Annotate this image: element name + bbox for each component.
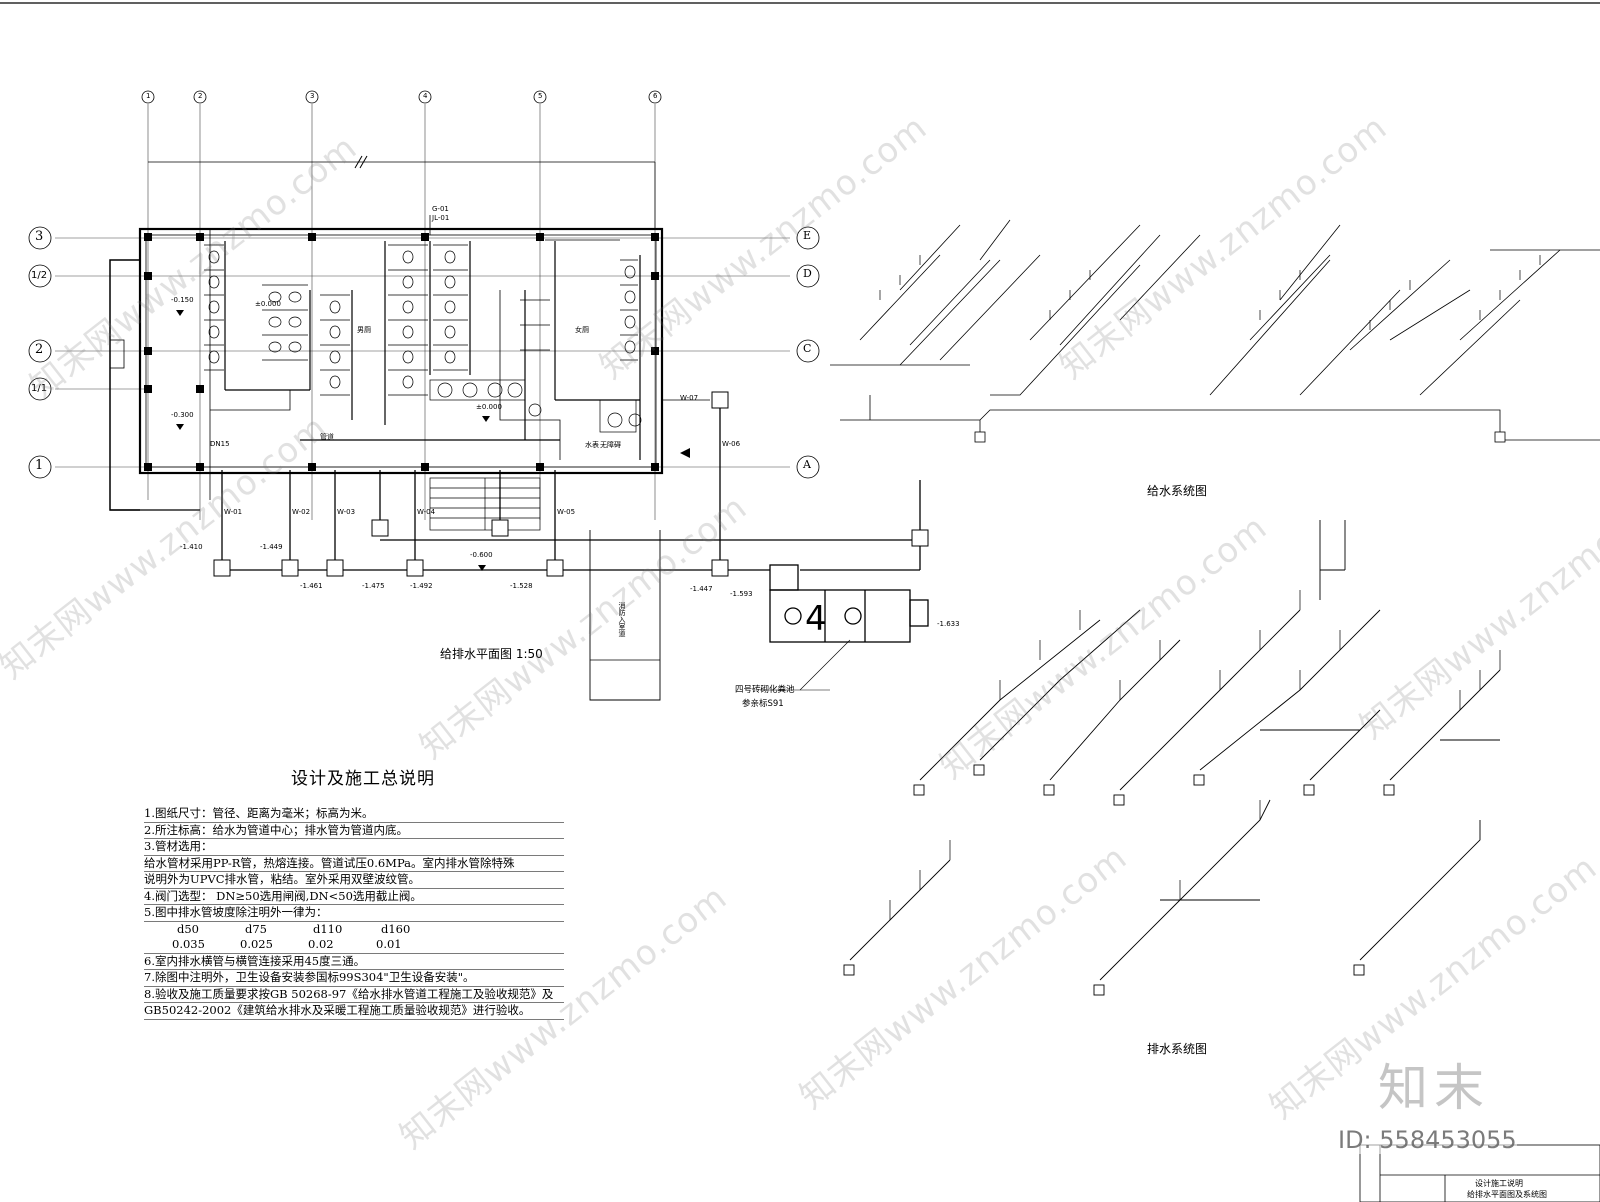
col-label-5: 5 [538, 92, 543, 100]
note-line: GB50242-2002《建筑给水排水及采暖工程施工质量验收规范》进行验收。 [144, 1003, 564, 1020]
elevation-label: -1.410 [180, 543, 203, 551]
note-line: 4.阀门选型： DN≥50选用闸阀,DN<50选用截止阀。 [144, 889, 564, 905]
supply-system-title: 给水系统图 [1147, 484, 1208, 498]
title-block-line-1: 设计施工说明 [1475, 1179, 1523, 1188]
design-notes: 1.图纸尺寸：管径、距离为毫米；标高为米。 2.所注标高：给水为管道中心；排水管… [144, 806, 564, 1020]
slope-header: d50 [177, 921, 199, 936]
note-line: 3.管材选用： [144, 839, 564, 856]
elevation-label: -1.528 [510, 582, 533, 590]
elevation-label: -0.150 [171, 296, 194, 304]
elevation-label: -1.447 [690, 585, 713, 593]
row-label-1-1: 1/1 [31, 383, 48, 394]
note-line: 说明外为UPVC排水管，粘结。室外采用双壁波纹管。 [144, 872, 564, 889]
elevation-label: -1.633 [937, 620, 960, 628]
pipe-label: W-07 [680, 394, 699, 402]
note-line: 7.除图中注明外，卫生设备安装参国标99S304"卫生设备安装"。 [144, 970, 564, 987]
row-label-3: 3 [35, 229, 44, 244]
room-label: 男厕 [357, 326, 371, 334]
pipe-label: JL-01 [432, 214, 450, 222]
note-line: 给水管材采用PP-R管，热熔连接。管道试压0.6MPa。室内排水管除特殊 [144, 856, 564, 872]
pipe-label: W-05 [557, 508, 576, 516]
pipe-label: W-03 [337, 508, 356, 516]
elevation-label: -1.449 [260, 543, 283, 551]
room-label: 管道 [320, 433, 334, 441]
row-label-c: C [803, 342, 812, 355]
elevation-label: -1.593 [730, 590, 753, 598]
pipe-label: W-01 [224, 508, 243, 516]
drainage-system-title: 排水系统图 [1147, 1042, 1208, 1056]
supply-system-diagram [830, 219, 1600, 443]
note-line: 1.图纸尺寸：管径、距离为毫米；标高为米。 [144, 806, 564, 823]
slope-header: d160 [381, 921, 411, 936]
row-label-1: 1 [35, 458, 44, 473]
room-label: 女厕 [575, 326, 589, 334]
drainage-system-diagram [843, 520, 1501, 996]
slope-value: 0.035 [172, 937, 205, 951]
col-label-6: 6 [653, 92, 658, 100]
pipe-label: W-04 [417, 508, 436, 516]
note-line: 8.验收及施工质量要求按GB 50268-97《给水排水管道工程施工及验收规范》… [144, 987, 564, 1003]
notes-title: 设计及施工总说明 [291, 769, 435, 789]
floor-plan: 4 [55, 104, 929, 701]
slope-value: 0.01 [376, 937, 402, 951]
pipe-label: DN15 [210, 440, 230, 448]
septic-tank-label: 四号砖砌化粪池 [735, 685, 795, 695]
note-line: 6.室内排水横管与横管连接采用45度三通。 [144, 954, 564, 970]
slope-value: 0.02 [308, 937, 334, 951]
row-label-e: E [803, 229, 812, 242]
col-label-3: 3 [310, 92, 315, 100]
room-label: 水表 [585, 441, 599, 449]
slope-values: 0.035 0.025 0.02 0.01 [144, 937, 564, 954]
elevation-label: -1.461 [300, 582, 323, 590]
elevation-label: ±0.000 [476, 403, 502, 411]
slope-header: d110 [313, 921, 343, 936]
note-line: 2.所注标高：给水为管道中心；排水管为管道内底。 [144, 823, 564, 839]
slope-headers: d50 d75 d110 d160 [144, 922, 564, 938]
pipe-label: G-01 [432, 205, 449, 213]
elevation-label: -0.600 [470, 551, 493, 559]
pipe-label: W-06 [722, 440, 741, 448]
watermark-logo: 知末 [1378, 1059, 1490, 1117]
col-label-2: 2 [198, 92, 203, 100]
col-label-4: 4 [423, 92, 428, 100]
watermark-id: ID: 558453055 [1338, 1126, 1517, 1154]
row-label-1-2: 1/2 [31, 270, 48, 281]
row-label-a: A [803, 458, 811, 471]
svg-text:4: 4 [805, 599, 827, 639]
slope-header: d75 [245, 921, 267, 936]
elevation-label: -1.475 [362, 582, 385, 590]
row-label-2: 2 [35, 342, 44, 357]
title-block-line-2: 给排水平面图及系统图 [1467, 1190, 1547, 1199]
elevation-label: -0.300 [171, 411, 194, 419]
elevation-label: -1.492 [410, 582, 433, 590]
col-label-1: 1 [146, 92, 151, 100]
slope-value: 0.025 [240, 937, 273, 951]
pipe-label: W-02 [292, 508, 311, 516]
septic-tank-ref: 参亲标S91 [742, 699, 784, 709]
note-line: 5.图中排水管坡度除注明外一律为： [144, 905, 564, 922]
elevation-label: ±0.000 [255, 300, 281, 308]
road-label: 消防入室道 [618, 602, 626, 637]
row-label-d: D [803, 267, 812, 280]
plan-title: 给排水平面图 1:50 [440, 647, 543, 661]
room-label: 无障碍 [600, 441, 621, 449]
